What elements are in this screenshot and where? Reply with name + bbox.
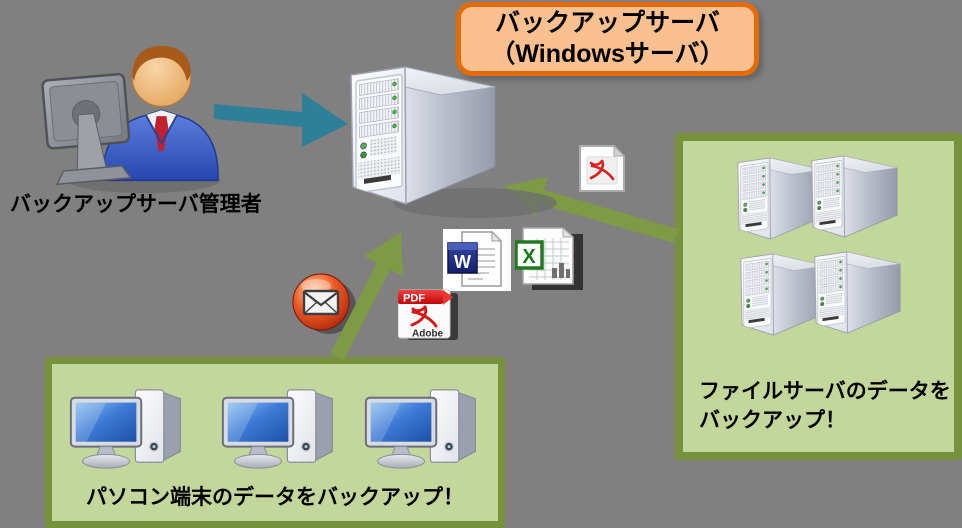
excel-letter: X (522, 246, 536, 268)
backup-server-callout: バックアップサーバ （Windowsサーバ） (456, 2, 759, 76)
file-server-box-label: ファイルサーバのデータを バックアップ！ (699, 377, 951, 435)
admin-label: バックアップサーバ管理者 (10, 193, 262, 216)
file-server-icon-2 (807, 153, 899, 243)
word-file-icon: W (443, 229, 511, 291)
pdf-brand-text: Adobe (412, 329, 444, 340)
pdf-file-icon: PDF Adobe (398, 289, 458, 340)
desktop-pc-icon-1 (65, 384, 197, 474)
file-server-box: ファイルサーバのデータを バックアップ！ (675, 133, 962, 460)
file-server-box-line1: ファイルサーバのデータを (699, 380, 951, 403)
monitor-icon (41, 72, 133, 186)
pc-box-label: パソコン端末のデータをバックアップ！ (86, 486, 464, 509)
admin-icon (41, 45, 220, 194)
envelope-icon (302, 289, 340, 316)
pc-box: パソコン端末のデータをバックアップ！ (45, 357, 505, 528)
person-icon (102, 45, 219, 182)
file-server-box-line2: バックアップ！ (699, 409, 846, 432)
callout-line1: バックアップサーバ (495, 9, 720, 37)
arrow-admin-to-server (214, 93, 348, 147)
callout-line2: （Windowsサーバ） (490, 40, 725, 68)
backup-server-icon (343, 62, 557, 218)
email-icon (292, 273, 356, 334)
adobe-ribbon-glyph (410, 305, 438, 328)
desktop-pc-icon-3 (360, 384, 492, 474)
pdf-document-icon (579, 144, 626, 192)
excel-file-icon: X (515, 226, 583, 290)
desktop-pc-icon-2 (217, 384, 349, 474)
pdf-banner-text: PDF (403, 293, 425, 305)
word-letter: W (454, 252, 471, 272)
file-server-icon-4 (810, 249, 902, 339)
bar-chart-glyph (552, 263, 570, 278)
